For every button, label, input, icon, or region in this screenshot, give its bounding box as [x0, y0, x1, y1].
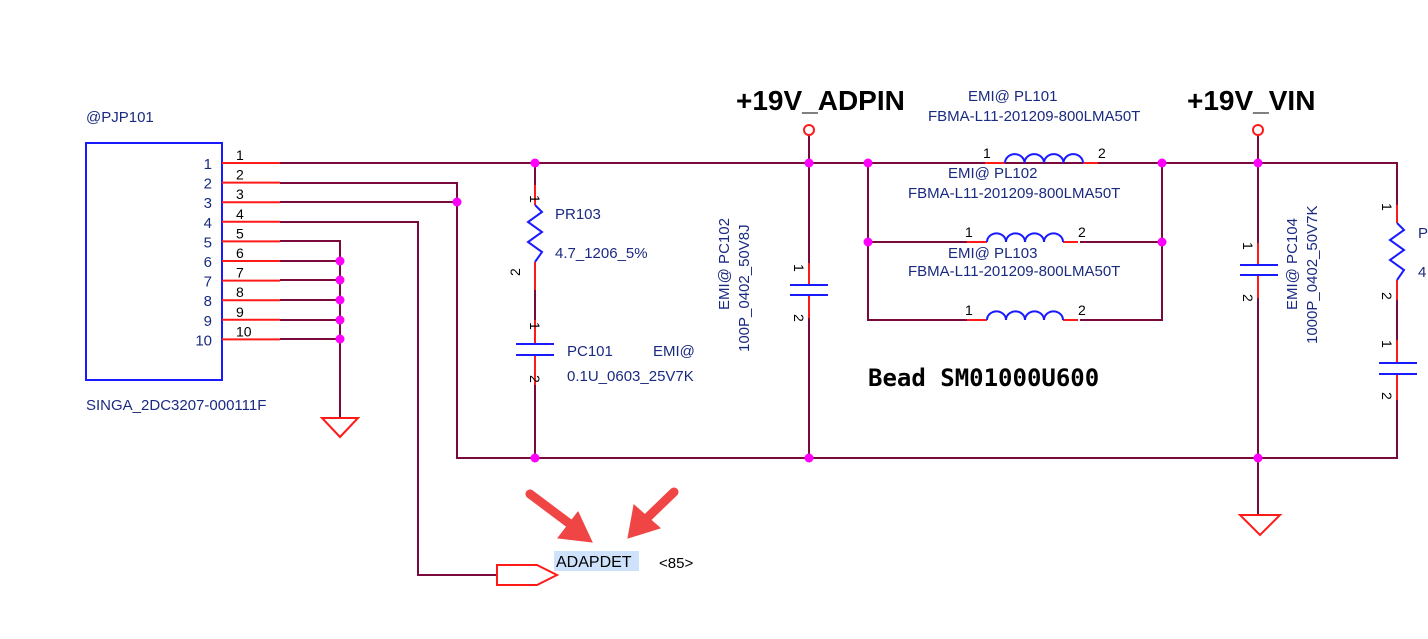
inductor-coil-icon [986, 232, 1064, 243]
net-pin-label: 10 [236, 323, 252, 339]
svg-text:PC101: PC101 [567, 343, 613, 360]
svg-text:EMI@ PC102: EMI@ PC102 [716, 218, 733, 310]
net-pin-label: 8 [236, 284, 244, 300]
svg-text:2: 2 [507, 268, 523, 276]
pl101-ref: EMI@ PL101 [968, 88, 1057, 105]
svg-text:EMI@: EMI@ [653, 343, 695, 360]
svg-text:2: 2 [1379, 392, 1395, 400]
pin-number: 2 [204, 176, 212, 193]
net-pin-label: 4 [236, 206, 244, 222]
pl102-value: FBMA-L11-201209-800LMA50T [908, 185, 1120, 202]
svg-text:2: 2 [791, 314, 807, 322]
pin-number: 8 [204, 293, 212, 310]
net-pin-label: 5 [236, 225, 244, 241]
svg-text:2: 2 [527, 375, 543, 383]
net-19v-adpin[interactable]: +19V_ADPIN [736, 85, 905, 116]
pin-number: 1 [204, 156, 212, 173]
off-page-port-icon [496, 564, 560, 586]
net-19v-vin[interactable]: +19V_VIN [1187, 85, 1315, 116]
adapdet-page-ref[interactable]: <85> [659, 555, 693, 572]
svg-text:1: 1 [791, 264, 807, 272]
svg-text:2: 2 [1078, 224, 1086, 240]
svg-text:1: 1 [965, 224, 973, 240]
power-port-icon [1252, 124, 1264, 136]
net-pin-label: 2 [236, 167, 244, 183]
net-adapdet[interactable]: ADAPDET [556, 554, 632, 571]
resistor-pr103[interactable]: 1 2 PR103 4.7_1206_5% [507, 185, 648, 290]
pin-number: 9 [204, 313, 212, 330]
capacitor-pc104[interactable]: 1 2 EMI@ PC104 1000P_0402_50V7K [1240, 206, 1321, 344]
capacitor-pc102[interactable]: 1 2 EMI@ PC102 100P_0402_50V8J [716, 218, 828, 352]
ground-icon [319, 417, 361, 439]
net-pin-label: 1 [236, 147, 244, 163]
ground-icon [1237, 514, 1283, 537]
svg-text:2: 2 [1098, 145, 1106, 161]
pl103-value: FBMA-L11-201209-800LMA50T [908, 263, 1120, 280]
connector-part: SINGA_2DC3207-000111F [86, 397, 266, 414]
svg-text:P: P [1418, 225, 1428, 242]
pl102-ref: EMI@ PL102 [948, 165, 1037, 182]
connector-pins: 1 1 2 2 3 3 4 4 5 5 6 6 7 7 8 8 9 9 10 10 [195, 147, 280, 349]
svg-text:1: 1 [527, 322, 543, 330]
pin-number: 3 [204, 195, 212, 212]
arrow-icon [627, 487, 679, 539]
svg-text:0.1U_0603_25V7K: 0.1U_0603_25V7K [567, 368, 694, 385]
inductor-coil-icon [986, 310, 1064, 321]
net-pin-label: 3 [236, 186, 244, 202]
pin-number: 7 [204, 274, 212, 291]
pin-number: 5 [204, 234, 212, 251]
pl103-ref: EMI@ PL103 [948, 245, 1037, 262]
pr103-value: 4.7_1206_5% [555, 245, 648, 262]
svg-text:1: 1 [1379, 340, 1395, 348]
pin-number: 4 [204, 215, 212, 232]
svg-text:EMI@ PC104: EMI@ PC104 [1284, 218, 1301, 310]
arrow-icon [525, 489, 593, 543]
svg-text:100P_0402_50V8J: 100P_0402_50V8J [736, 224, 753, 352]
svg-text:2: 2 [1078, 302, 1086, 318]
net-pin-label: 9 [236, 304, 244, 320]
svg-text:4: 4 [1418, 264, 1426, 281]
svg-text:1: 1 [527, 195, 543, 203]
junctions [335, 158, 1263, 463]
svg-text:1: 1 [983, 145, 991, 161]
svg-text:1: 1 [1240, 242, 1256, 250]
pin-number: 10 [195, 332, 212, 349]
capacitor-pc101[interactable]: 1 2 PC101 EMI@ 0.1U_0603_25V7K [516, 320, 695, 385]
wires [280, 135, 1398, 576]
svg-text:1000P_0402_50V7K: 1000P_0402_50V7K [1304, 206, 1321, 344]
pin-number: 6 [204, 254, 212, 271]
svg-text:1: 1 [1379, 203, 1395, 211]
power-port-icon [803, 124, 815, 136]
pl101-value: FBMA-L11-201209-800LMA50T [928, 108, 1140, 125]
inductor-coil-icon [1004, 153, 1084, 164]
net-pin-label: 6 [236, 245, 244, 261]
selection-highlight [554, 551, 639, 571]
pr103-ref: PR103 [555, 206, 601, 223]
capacitor-right[interactable]: 1 2 [1379, 340, 1417, 400]
connector-ref: @PJP101 [86, 109, 154, 126]
svg-text:2: 2 [1379, 292, 1395, 300]
net-pin-label: 7 [236, 265, 244, 281]
svg-text:2: 2 [1240, 294, 1256, 302]
resistor-right[interactable]: 1 2 P 4 [1379, 203, 1428, 300]
bead-note: Bead SM01000U600 [868, 364, 1099, 392]
svg-text:1: 1 [965, 302, 973, 318]
